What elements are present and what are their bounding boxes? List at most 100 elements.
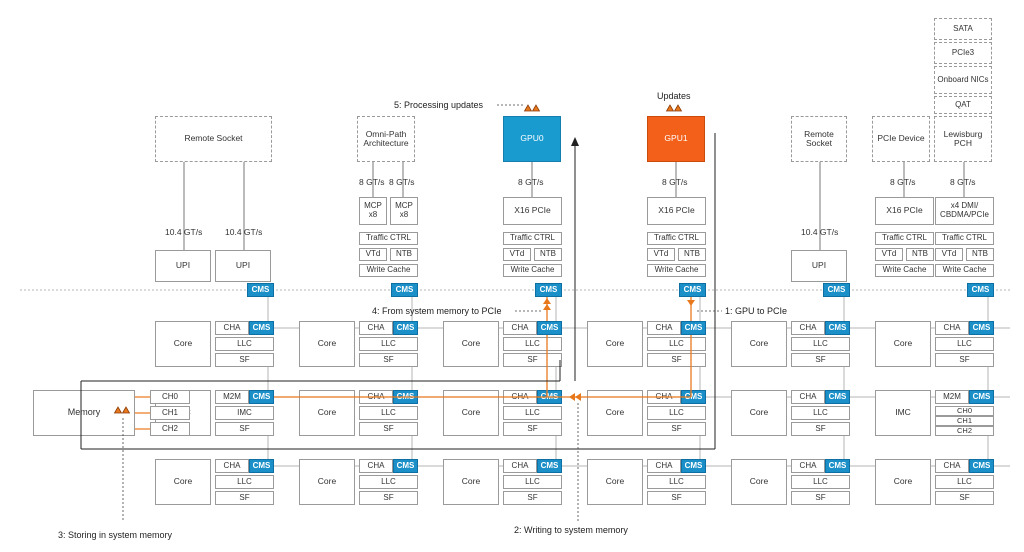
- traffic-ctrl-box: Traffic CTRL: [875, 232, 934, 245]
- pcie-device-box: PCIe Device: [872, 116, 930, 162]
- lewisburg-pch-line: PCH: [954, 138, 972, 148]
- pcie-speed-label: 8 GT/s: [359, 177, 385, 187]
- remote-socket-2-line: Remote: [804, 128, 834, 139]
- write-cache-box: Write Cache: [647, 264, 706, 277]
- vtd-box: VTd: [935, 248, 963, 261]
- gpu1-box: GPU1: [647, 116, 705, 162]
- llc-box: LLC: [935, 337, 994, 351]
- core-block: Core: [875, 459, 931, 505]
- cms-box: CMS: [391, 283, 418, 297]
- core-block: Core: [731, 390, 787, 436]
- core-block: Core: [731, 321, 787, 367]
- sf-box: SF: [935, 491, 994, 505]
- alert-triangles: [121, 406, 131, 414]
- alert-triangles: [531, 104, 541, 112]
- imc-block: IMC: [875, 390, 931, 436]
- vtd-box: VTd: [359, 248, 387, 261]
- cms-box: CMS: [967, 283, 994, 297]
- pcie-speed-label: 8 GT/s: [389, 177, 415, 187]
- ch2-box: CH2: [935, 426, 994, 436]
- ntb-box: NTB: [906, 248, 934, 261]
- llc-box: LLC: [935, 475, 994, 489]
- mcp-box-line: x8: [399, 210, 409, 219]
- write-cache-box: Write Cache: [875, 264, 934, 277]
- step4-label: 4: From system memory to PCIe: [372, 306, 502, 316]
- cms-box: CMS: [825, 390, 850, 404]
- cha-box: CHA: [791, 390, 825, 404]
- cms-box: CMS: [393, 459, 418, 473]
- cha-box: CHA: [935, 321, 969, 335]
- sf-box: SF: [215, 422, 274, 436]
- llc-box: LLC: [359, 337, 418, 351]
- traffic-ctrl-box: Traffic CTRL: [935, 232, 994, 245]
- cha-box: CHA: [647, 321, 681, 335]
- updates-label: Updates: [657, 91, 691, 101]
- sf-box: SF: [935, 353, 994, 367]
- sf-box: SF: [647, 491, 706, 505]
- pcie-speed-label: 8 GT/s: [662, 177, 688, 187]
- cha-box: CHA: [503, 459, 537, 473]
- sf-box: SF: [359, 353, 418, 367]
- cha-box: CHA: [359, 459, 393, 473]
- step2-label: 2: Writing to system memory: [514, 525, 628, 535]
- cms-box: CMS: [249, 390, 274, 404]
- ch0-box: CH0: [935, 406, 994, 416]
- core-block: Core: [299, 321, 355, 367]
- dmi-box-line: x4 DMI/: [950, 201, 979, 211]
- cms-box: CMS: [249, 459, 274, 473]
- ch0-box: CH0: [150, 390, 190, 404]
- cms-box: CMS: [535, 283, 562, 297]
- ch1-box: CH1: [935, 416, 994, 426]
- pcie-speed-label: 8 GT/s: [518, 177, 544, 187]
- imc-box: IMC: [215, 406, 274, 420]
- llc-box: LLC: [215, 337, 274, 351]
- write-cache-box: Write Cache: [503, 264, 562, 277]
- sf-box: SF: [503, 491, 562, 505]
- cms-box: CMS: [825, 321, 850, 335]
- cms-box: CMS: [537, 459, 562, 473]
- m2m-box: M2M: [935, 390, 969, 404]
- upi-block: UPI: [791, 250, 847, 282]
- arrow-up-black: [571, 137, 579, 146]
- upi-block: UPI: [155, 250, 211, 282]
- cms-box: CMS: [681, 459, 706, 473]
- pch-onboard-nics: Onboard NICs: [934, 66, 992, 94]
- pch-pcie3: PCIe3: [934, 42, 992, 64]
- cms-box: CMS: [823, 283, 850, 297]
- alert-triangles: [673, 104, 683, 112]
- step5-label: 5: Processing updates: [394, 100, 484, 110]
- core-block: Core: [443, 459, 499, 505]
- step1-label: 1: GPU to PCIe: [725, 306, 788, 316]
- cms-box: CMS: [969, 459, 994, 473]
- pcie-box: X16 PCIe: [647, 197, 706, 225]
- ch2-box: CH2: [150, 422, 190, 436]
- llc-box: LLC: [359, 475, 418, 489]
- sf-box: SF: [791, 422, 850, 436]
- gpu0-box: GPU0: [503, 116, 561, 162]
- pch-sata: SATA: [934, 18, 992, 40]
- vtd-box: VTd: [647, 248, 675, 261]
- core-block: Core: [587, 321, 643, 367]
- dmi-box: x4 DMI/CBDMA/PCIe: [935, 197, 994, 225]
- alert-triangles: [113, 406, 123, 414]
- cms-box: CMS: [681, 321, 706, 335]
- cha-box: CHA: [359, 321, 393, 335]
- cha-box: CHA: [647, 459, 681, 473]
- cms-box: CMS: [247, 283, 274, 297]
- ch1-box: CH1: [150, 406, 190, 420]
- step3-label: 3: Storing in system memory: [58, 530, 173, 540]
- llc-box: LLC: [503, 406, 562, 420]
- llc-box: LLC: [791, 337, 850, 351]
- upi-speed-label: 10.4 GT/s: [801, 227, 839, 237]
- arrow-left: [569, 393, 575, 401]
- vtd-box: VTd: [875, 248, 903, 261]
- cha-box: CHA: [935, 459, 969, 473]
- sf-box: SF: [791, 491, 850, 505]
- core-block: Core: [443, 321, 499, 367]
- ntb-box: NTB: [966, 248, 994, 261]
